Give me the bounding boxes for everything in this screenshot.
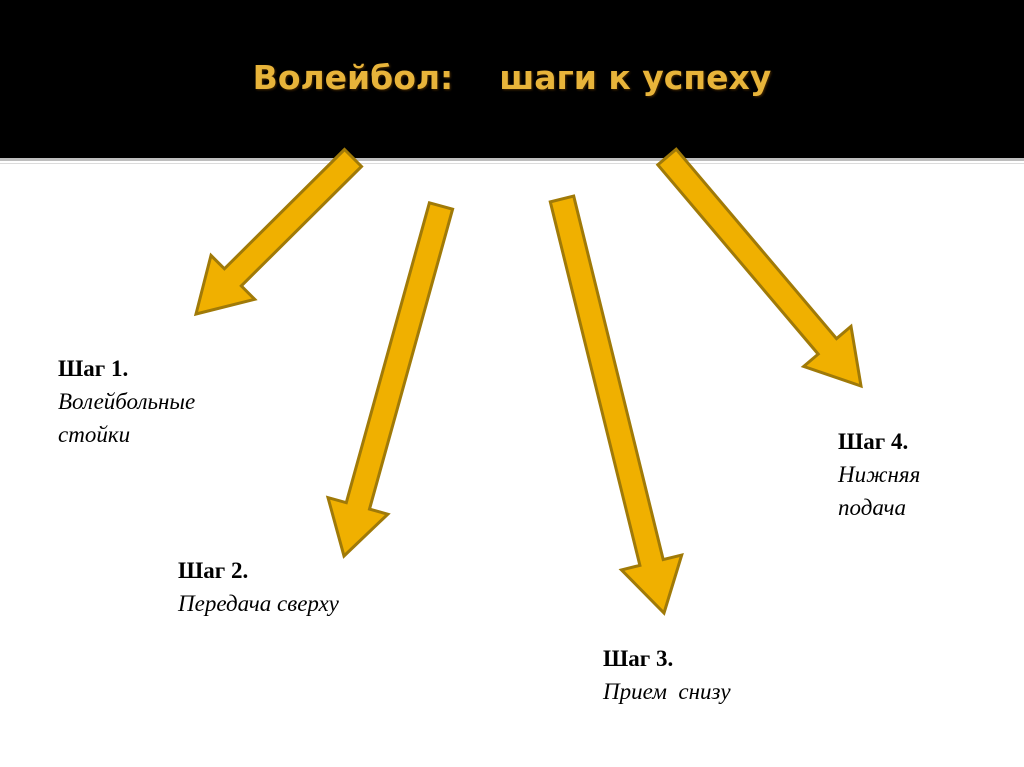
step-1-line-2: стойки [58,422,131,447]
step-4-title: Шаг 4. [838,429,909,454]
step-4-line-2: подача [838,495,907,520]
step-3: Шаг 3. Прием снизу [603,642,731,708]
step-1: Шаг 1. Волейбольные стойки [58,352,195,451]
title-bar [0,0,1024,158]
step-1-line-1: Волейбольные [58,389,196,414]
slide-title: Волейбол: шаги к успеху [252,58,772,97]
step-3-line-1: Прием снизу [603,679,731,704]
step-4: Шаг 4. Нижняя подача [838,425,920,524]
step-1-title: Шаг 1. [58,356,129,381]
header-divider [0,158,1024,161]
header-divider-thin [0,163,1024,164]
step-2-title: Шаг 2. [178,558,249,583]
arrow-step-4 [655,147,863,389]
step-4-line-1: Нижняя [838,462,921,487]
step-2: Шаг 2. Передача сверху [178,554,339,620]
step-2-line-1: Передача сверху [178,591,339,616]
arrow-step-3 [548,194,684,616]
arrow-step-2 [325,200,455,559]
step-3-title: Шаг 3. [603,646,674,671]
arrow-step-1 [193,147,364,317]
